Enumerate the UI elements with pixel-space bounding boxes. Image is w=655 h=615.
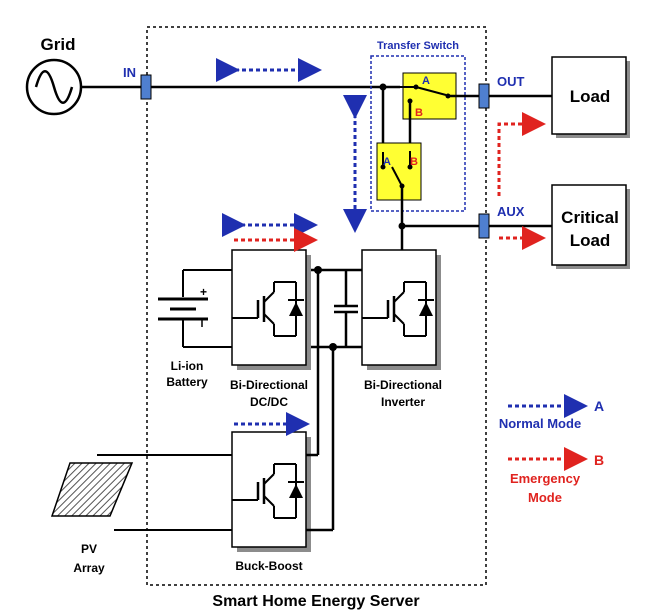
inverter-igbt-icon: [362, 281, 434, 337]
battery-label-2: Battery: [166, 375, 208, 389]
buck-boost-igbt-icon: [232, 463, 304, 519]
dc-link-capacitor-icon: [334, 270, 358, 347]
emergency-flow-arrow-load: [497, 112, 546, 196]
load-label: Load: [570, 87, 611, 106]
dcdc-igbt-icon: [232, 281, 304, 337]
critical-load-box: [551, 184, 627, 266]
server-title: Smart Home Energy Server: [212, 593, 419, 610]
grid-label: Grid: [41, 35, 76, 54]
legend-emergency-letter: B: [594, 452, 604, 468]
transfer-switch-label: Transfer Switch: [377, 40, 459, 52]
dcdc-label-1: Bi-Directional: [230, 378, 308, 392]
inverter-label-1: Bi-Directional: [364, 378, 442, 392]
out-connector: [478, 83, 490, 109]
upper-switch-b-label: B: [415, 107, 423, 119]
grid-source-icon: [25, 58, 83, 116]
pv-label-2: Array: [73, 561, 105, 575]
legend-emergency-label-2: Mode: [528, 490, 562, 505]
legend-normal-label: Normal Mode: [499, 416, 581, 431]
critical-load-label-2: Load: [570, 231, 611, 250]
inverter-label-2: Inverter: [381, 395, 425, 409]
svg-text:+: +: [200, 285, 207, 299]
lower-switch: [376, 142, 422, 228]
upper-switch: [400, 72, 457, 151]
pv-label-1: PV: [81, 542, 97, 556]
load-box: [551, 56, 627, 135]
out-label: OUT: [497, 74, 525, 89]
lower-switch-a-label: A: [383, 156, 391, 168]
legend-emergency-label-1: Emergency: [510, 471, 581, 486]
in-label: IN: [123, 65, 136, 80]
lower-switch-b-label: B: [410, 156, 418, 168]
dcdc-label-2: DC/DC: [250, 395, 288, 409]
aux-connector: [478, 213, 490, 239]
transfer-switch-boundary: [370, 55, 466, 212]
critical-load-label-1: Critical: [561, 208, 619, 227]
server-boundary: [146, 26, 487, 586]
buck-boost-label: Buck-Boost: [235, 559, 302, 573]
legend-normal-letter: A: [594, 398, 604, 414]
upper-switch-a-label: A: [422, 75, 430, 87]
battery-icon: +: [158, 285, 208, 327]
battery-label-1: Li-ion: [171, 359, 204, 373]
pv-array-icon: [50, 462, 134, 517]
aux-label: AUX: [497, 204, 525, 219]
in-connector: [140, 74, 152, 100]
